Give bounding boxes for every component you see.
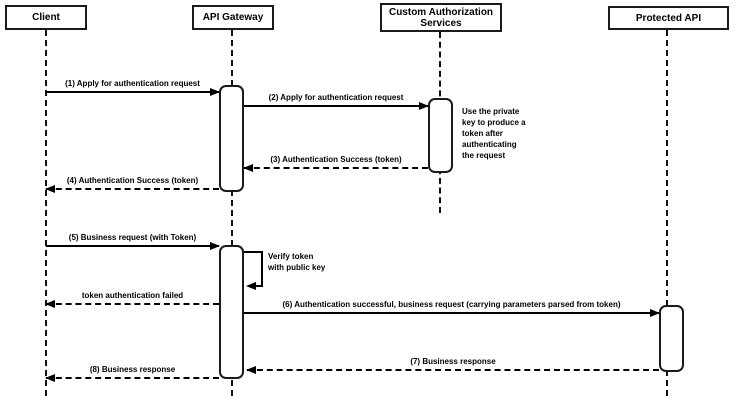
message-label: (2) Apply for authentication request <box>268 93 404 102</box>
participant-label: API Gateway <box>202 12 264 23</box>
message-line <box>46 91 219 93</box>
lifeline-protected-api <box>666 30 668 396</box>
message-label: (5) Business request (with Token) <box>68 233 197 242</box>
arrowhead-left-icon <box>45 185 55 193</box>
arrowhead-right-icon <box>419 102 429 110</box>
message-label: (1) Apply for authentication request <box>65 79 200 88</box>
arrowhead-right-icon <box>210 88 220 96</box>
message-line <box>46 188 219 190</box>
arrowhead-right-icon <box>650 309 660 317</box>
note-private-key-token: Use the private key to produce a token a… <box>462 107 526 160</box>
activation-protected-api <box>659 305 684 372</box>
self-message-verify-token-label: Verify token with public key <box>268 252 326 272</box>
lifeline-client <box>45 30 47 396</box>
participant-api-gateway: API Gateway <box>192 5 274 30</box>
message-label: (8) Business response <box>89 365 176 374</box>
arrowhead-left-icon <box>45 374 55 382</box>
message-label: (3) Authentication Success (token) <box>270 155 402 164</box>
participant-client: Client <box>5 5 87 30</box>
activation-custom-authorization-services <box>428 98 453 173</box>
self-message-line-bottom <box>249 285 263 287</box>
message-label: (6) Authentication successful, business … <box>282 300 621 309</box>
activation-api-gateway-auth <box>219 85 244 192</box>
self-message-line-top <box>244 251 263 253</box>
message-line <box>247 369 659 371</box>
message-label: (4) Authentication Success (token) <box>66 176 199 185</box>
message-line <box>244 105 428 107</box>
message-3-auth-success: (3) Authentication Success (token) <box>243 153 428 172</box>
arrowhead-right-icon <box>210 242 220 250</box>
message-5-business-request: (5) Business request (with Token) <box>46 231 220 250</box>
message-4-auth-success: (4) Authentication Success (token) <box>45 174 219 193</box>
message-line <box>244 167 428 169</box>
participant-label: Client <box>32 12 60 23</box>
message-8-business-response: (8) Business response <box>45 363 219 382</box>
participant-protected-api: Protected API <box>608 6 729 30</box>
participant-label: Protected API <box>635 12 702 24</box>
activation-api-gateway-business <box>219 245 244 379</box>
message-1-apply-auth-request: (1) Apply for authentication request <box>46 77 220 96</box>
message-line <box>46 303 219 305</box>
participant-custom-authorization-services: Custom Authorization Services <box>380 3 502 32</box>
message-2-apply-auth-request: (2) Apply for authentication request <box>244 91 429 110</box>
message-line <box>46 245 219 247</box>
arrowhead-left-icon <box>243 164 253 172</box>
lifeline-api-gateway <box>231 30 233 396</box>
self-message-line-right <box>261 251 263 287</box>
message-line <box>46 377 219 379</box>
message-token-auth-failed: token authentication failed <box>45 289 219 308</box>
message-label: token authentication failed <box>81 291 184 300</box>
arrowhead-left-icon <box>45 300 55 308</box>
arrowhead-left-icon <box>246 366 256 374</box>
message-line <box>244 312 659 314</box>
participant-label: Custom Authorization Services <box>388 6 494 29</box>
arrowhead-left-icon <box>246 282 256 290</box>
message-7-business-response: (7) Business response <box>246 355 659 374</box>
message-6-auth-successful-business-request: (6) Authentication successful, business … <box>244 298 660 317</box>
message-label: (7) Business response <box>410 357 496 366</box>
